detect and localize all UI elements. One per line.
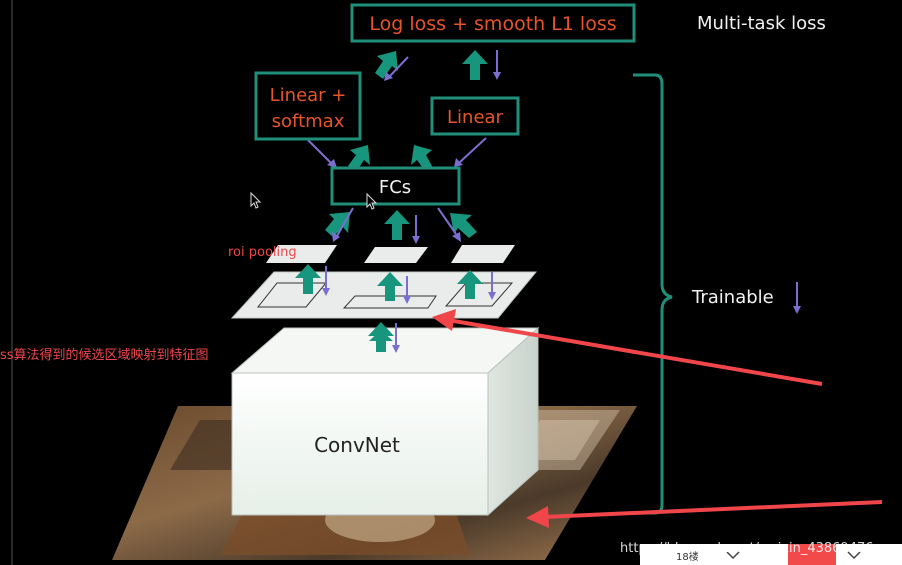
multitask-loss-label: Multi-task loss [697,13,826,34]
ss-mapping-annotation: ss算法得到的候选区域映射到特征图 [0,347,209,363]
chevron-down-icon[interactable] [726,551,740,560]
linear-box-label: Linear [447,107,504,128]
linear-softmax-label-line2: softmax [272,111,345,132]
cursor-icon [250,191,262,209]
convnet-block [230,326,540,517]
roi-pool-output-1 [266,245,337,263]
roi-pool-output-3 [451,245,515,263]
roi-pool-output-2 [364,247,428,263]
linear-softmax-label-line1: Linear + [270,85,347,106]
red-action-button[interactable] [788,544,836,565]
roi-region-3 [444,282,514,307]
convnet-label: ConvNet [314,433,400,457]
chevron-down-icon[interactable] [847,551,861,560]
fcs-box [330,166,461,206]
red-arrow-to-feature-map [432,309,823,386]
watermark: https://blog.csdn.net/weixin_43869476 [620,541,874,556]
trainable-label: Trainable [691,287,774,308]
roi-pooling-label: roi pooling [228,245,297,260]
trainable-brace [633,73,673,515]
forward-arrows [295,50,488,352]
page-count: 18楼 [676,550,699,563]
linear-softmax-box [254,71,362,141]
red-arrow-to-image [526,500,883,528]
loss-box-label: Log loss + smooth L1 loss [369,13,616,35]
backward-arrows [307,50,801,353]
bottom-toolbar: 18楼 [640,544,902,565]
loss-box [350,3,636,43]
fcs-box-label: FCs [379,177,411,198]
cursor-icon [366,192,378,210]
linear-box [430,96,520,136]
